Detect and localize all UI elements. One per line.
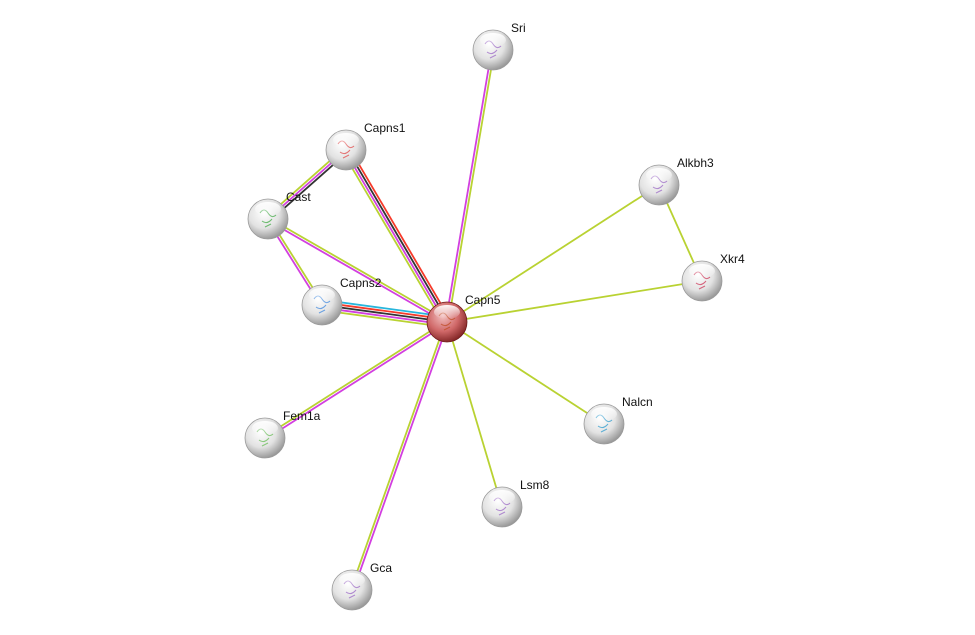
node-label: Nalcn: [622, 395, 653, 409]
evidence-line-textmining: [341, 151, 445, 325]
node-highlight: [339, 573, 365, 587]
edge-capn5-fem1a[interactable]: [263, 320, 449, 440]
edge-capn5-alkbh3[interactable]: [446, 184, 660, 323]
node-highlight: [333, 133, 359, 147]
node-label: Xkr4: [720, 252, 745, 266]
evidence-line-coexpression: [321, 304, 448, 323]
node-label: Capn5: [465, 293, 501, 307]
node-fem1a[interactable]: Fem1a: [244, 409, 321, 459]
node-highlight: [255, 202, 281, 216]
edge-capn5-cast[interactable]: [266, 217, 449, 324]
node-label: Alkbh3: [677, 156, 714, 170]
evidence-line-textmining: [263, 320, 447, 438]
node-xkr4[interactable]: Xkr4: [681, 252, 745, 302]
edge-capn5-capns2[interactable]: [321, 298, 448, 329]
node-cast[interactable]: Cast: [247, 190, 311, 240]
node-label: Gca: [370, 561, 392, 575]
evidence-line-textmining: [446, 184, 660, 323]
node-label: Lsm8: [520, 478, 550, 492]
evidence-line-textmining: [349, 321, 447, 590]
edge-capn5-sri[interactable]: [444, 49, 496, 323]
evidence-line-experiments: [444, 49, 493, 322]
node-label: Cast: [286, 190, 311, 204]
node-highlight: [309, 288, 335, 302]
evidence-line-experiments: [344, 150, 447, 324]
node-highlight: [252, 421, 278, 435]
evidence-line-experiments: [266, 219, 447, 324]
node-capns2[interactable]: Capns2: [301, 276, 382, 326]
node-sri[interactable]: Sri: [472, 21, 526, 71]
evidence-line-coexpression: [346, 148, 449, 322]
evidence-line-fusion: [322, 301, 448, 321]
edge-capn5-capns1[interactable]: [341, 147, 452, 325]
evidence-line-textmining: [321, 309, 447, 329]
node-label: Fem1a: [283, 409, 321, 423]
node-label: Capns1: [364, 121, 406, 135]
evidence-line-textmining: [268, 217, 449, 322]
node-label: Sri: [511, 21, 526, 35]
evidence-line-databases: [322, 298, 448, 318]
node-highlight: [591, 407, 617, 421]
node-lsm8[interactable]: Lsm8: [481, 478, 550, 528]
edge-capn5-gca[interactable]: [349, 321, 450, 591]
evidence-line-fusion: [348, 147, 452, 321]
evidence-line-textmining: [447, 50, 496, 323]
node-label: Capns2: [340, 276, 382, 290]
node-nalcn[interactable]: Nalcn: [583, 395, 653, 445]
evidence-line-textmining: [446, 321, 605, 425]
evidence-line-textmining: [446, 321, 503, 508]
node-capns1[interactable]: Capns1: [325, 121, 406, 171]
node-gca[interactable]: Gca: [331, 561, 392, 611]
node-highlight: [434, 305, 460, 319]
node-capn5[interactable]: Capn5: [426, 293, 501, 343]
edge-capn5-nalcn[interactable]: [446, 321, 605, 425]
edge-capn5-lsm8[interactable]: [446, 321, 503, 508]
node-highlight: [689, 264, 715, 278]
evidence-line-experiments: [321, 306, 447, 326]
evidence-line-experiments: [265, 322, 449, 440]
node-highlight: [489, 490, 515, 504]
edge-capn5-xkr4[interactable]: [446, 280, 703, 323]
evidence-line-textmining: [446, 280, 703, 323]
node-alkbh3[interactable]: Alkbh3: [638, 156, 714, 206]
evidence-line-experiments: [352, 322, 450, 591]
node-highlight: [646, 168, 672, 182]
node-highlight: [480, 33, 506, 47]
